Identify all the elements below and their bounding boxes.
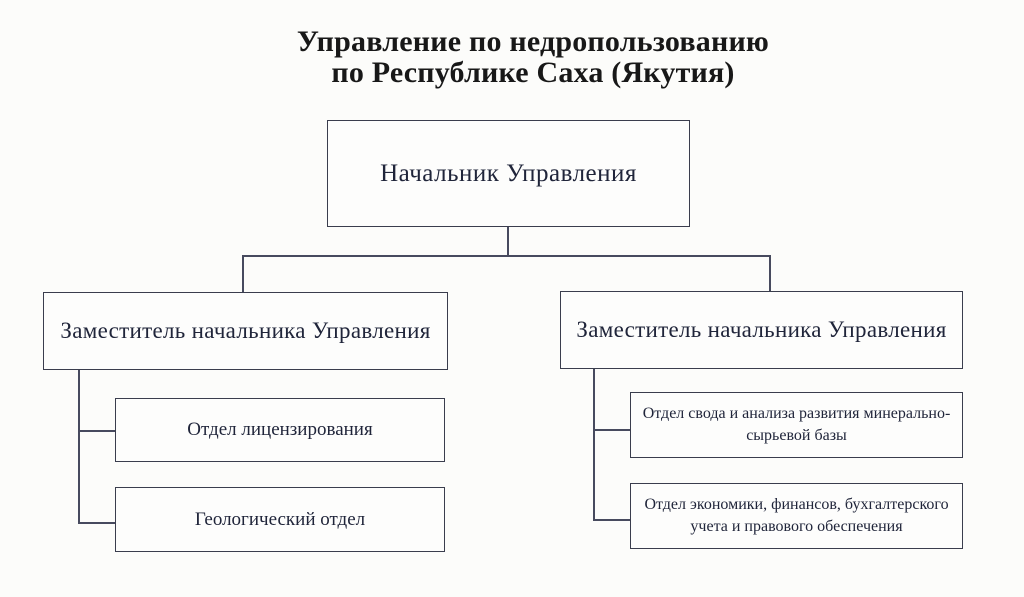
node-deputy-right-label: Заместитель начальника Управления — [576, 317, 947, 342]
node-dept-geology: Геологический отдел — [115, 487, 445, 552]
node-dept-economy: Отдел экономики, финансов, бухгалтерског… — [630, 483, 963, 549]
connector-left-deputy-drop — [242, 255, 244, 292]
connector-right-descender — [593, 369, 595, 520]
node-deputy-right: Заместитель начальника Управления — [560, 291, 963, 369]
connector-right-stub-economy — [593, 519, 630, 521]
node-deputy-left: Заместитель начальника Управления — [43, 292, 448, 370]
node-dept-mineral-label: Отдел свода и анализа развития минеральн… — [642, 405, 951, 444]
node-dept-licensing-label: Отдел лицензирования — [187, 419, 373, 440]
connector-left-stub-geology — [78, 522, 115, 524]
node-chief: Начальник Управления — [327, 120, 690, 227]
node-chief-label: Начальник Управления — [380, 159, 637, 187]
connector-chief-down — [507, 227, 509, 256]
node-dept-mineral: Отдел свода и анализа развития минеральн… — [630, 392, 963, 458]
connector-right-stub-mineral — [593, 429, 630, 431]
connector-left-descender — [78, 370, 80, 523]
chart-title-line1: Управление по недропользованию — [296, 25, 770, 58]
chart-title-line2: по Республике Саха (Якутия) — [331, 56, 735, 89]
connector-main-horizontal — [242, 255, 771, 257]
node-dept-licensing: Отдел лицензирования — [115, 398, 445, 462]
connector-left-stub-licensing — [78, 430, 115, 432]
node-dept-geology-label: Геологический отдел — [194, 508, 366, 530]
node-deputy-left-label: Заместитель начальника Управления — [60, 318, 431, 343]
connector-right-deputy-drop — [769, 255, 771, 291]
node-dept-economy-label: Отдел экономики, финансов, бухгалтерског… — [644, 496, 949, 535]
chart-title: Управление по недропользованию по Респуб… — [42, 26, 1024, 88]
